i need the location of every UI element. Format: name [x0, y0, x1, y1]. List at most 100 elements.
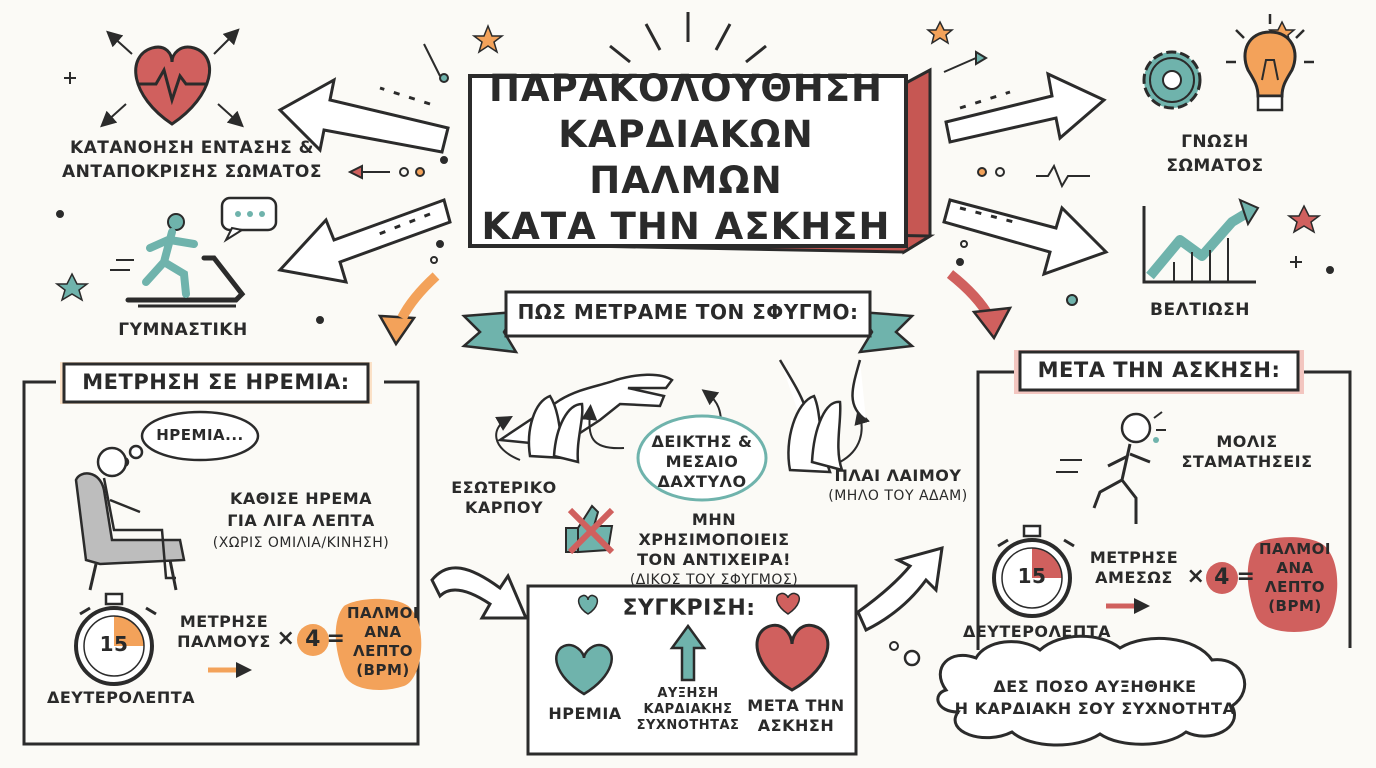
- neck-label-line-1: ΠΛΑΙ ΛΑΙΜΟΥ: [834, 466, 962, 485]
- rest-timer-value: 15: [99, 632, 129, 656]
- rest-equals-sign: =: [326, 626, 346, 651]
- title-box-frame: [468, 67, 936, 255]
- rest-timer-label: ΔΕΥΤΕΡΟΛΕΠΤΑ: [46, 688, 196, 707]
- after-stop: ΜΟΛΙΣ ΣΤΑΜΑΤΗΣΕΙΣ: [1172, 432, 1322, 472]
- sitting-person-icon: [74, 446, 186, 591]
- rest-count-line-1: ΜΕΤΡΗΣΕ: [179, 612, 269, 631]
- compare-after-line-1: ΜΕΤΑ ΤΗΝ: [747, 696, 845, 715]
- compare-after-label: ΜΕΤΑ ΤΗΝ ΑΣΚΗΣΗ: [746, 696, 846, 736]
- stopwatch-icon: [74, 592, 157, 686]
- result-cloud: [889, 634, 1247, 747]
- benefit-exercise: ΓΥΜΝΑΣΤΙΚΗ: [118, 320, 248, 340]
- rest-instruction-line-2: ΓΙΑ ΛΙΓΑ ΛΕΠΤΑ: [227, 511, 375, 530]
- after-count-line-1: ΜΕΤΡΗΣΕ: [1089, 548, 1179, 567]
- small-heart-icon-right: [775, 592, 801, 615]
- wrist-label-line-1: ΕΣΩΤΕΡΙΚΟ: [451, 478, 557, 497]
- thumb-warning-line-2: ΤΟΝ ΑΝΤΙΧΕΙΡΑ!: [637, 550, 791, 569]
- fingers-label-line-1: ΔΕΙΚΤΗΣ &: [651, 432, 753, 451]
- wrist-label-line-2: ΚΑΡΠΟΥ: [464, 498, 544, 517]
- after-cloud-line-1: ΔΕΣ ΠΟΣΟ ΑΥΞΗΘΗΚΕ: [993, 677, 1197, 696]
- after-timer-value: 15: [1017, 564, 1047, 588]
- page-title: ΠΑΡΑΚΟΛΟΥΘΗΣΗ ΚΑΡΔΙΑΚΩΝ ΠΑΛΜΩΝ ΚΑΤΑ ΤΗΝ …: [468, 67, 904, 248]
- title-line-1: ΠΑΡΑΚΟΛΟΥΘΗΣΗ: [488, 67, 884, 110]
- title-line-3: ΚΑΤΑ ΤΗΝ ΑΣΚΗΣΗ: [481, 205, 891, 248]
- fingers-label-outline: [636, 414, 768, 502]
- growth-chart-icon: [1142, 198, 1260, 284]
- after-stop-line-1: ΜΟΛΙΣ: [1216, 432, 1278, 451]
- arrow-right-after: [1106, 598, 1150, 614]
- rest-result-line-1: ΠΑΛΜΟΙ: [346, 604, 420, 622]
- result-blob-after: [1247, 537, 1338, 632]
- after-timer-label: ΔΕΥΤΕΡΟΛΕΠΤΑ: [962, 622, 1112, 641]
- result-blob-rest: [335, 598, 422, 690]
- arrow-out-compare-right: [856, 545, 944, 633]
- after-result-line-4: (BPM): [1268, 597, 1322, 615]
- orange-arrow-left: [377, 272, 440, 347]
- running-person-icon: [1056, 411, 1166, 524]
- rest-count: ΜΕΤΡΗΣΕ ΠΑΛΜΟΥΣ: [174, 612, 274, 652]
- dash-lines: [373, 86, 1015, 238]
- wrist-label: ΕΣΩΤΕΡΙΚΟ ΚΑΡΠΟΥ: [444, 478, 564, 518]
- rest-instruction-line-3: (ΧΩΡΙΣ ΟΜΙΛΙΑ/ΚΙΝΗΣΗ): [212, 535, 390, 551]
- lightbulb-icon: [1226, 14, 1314, 112]
- arrow-into-compare-left: [430, 566, 529, 620]
- up-arrow-icon: [669, 623, 707, 682]
- speech-bubble-icon: [220, 196, 278, 243]
- fingers-label: ΔΕΙΚΤΗΣ & ΜΕΣΑΙΟ ΔΑΧΤΥΛΟ: [640, 432, 764, 492]
- rest-heading: ΜΕΤΡΗΣΗ ΣΕ ΗΡΕΜΙΑ:: [82, 370, 350, 394]
- thumb-warning: ΜΗΝ ΧΡΗΣΙΜΟΠΟΙΕΙΣ ΤΟΝ ΑΝΤΙΧΕΙΡΑ! (ΔΙΚΟΣ …: [614, 510, 814, 590]
- compare-heading: ΣΥΓΚΡΙΣΗ:: [622, 596, 756, 621]
- compare-rest-label: ΗΡΕΜΙΑ: [548, 704, 622, 723]
- after-result: ΠΑΛΜΟΙ ΑΝΑ ΛΕΠΤΟ (BPM): [1252, 540, 1338, 616]
- small-arrows-decor: [56, 43, 1334, 324]
- after-panel-frame: [976, 370, 1352, 650]
- burst-lines: [609, 12, 767, 64]
- after-heading-box: [1018, 350, 1300, 392]
- rest-multiplier: 4: [305, 627, 321, 652]
- benefit-understanding-line-1: ΚΑΤΑΝΟΗΣΗ ΕΝΤΑΣΗΣ &: [69, 138, 315, 158]
- fingers-label-line-3: ΔΑΧΤΥΛΟ: [657, 472, 747, 491]
- rest-heading-box: [62, 362, 370, 404]
- after-result-line-3: ΛΕΠΤΟ: [1265, 578, 1325, 596]
- after-cloud-text: ΔΕΣ ΠΟΣΟ ΑΥΞΗΘΗΚΕ Η ΚΑΡΔΙΑΚΗ ΣΟΥ ΣΥΧΝΟΤΗ…: [950, 676, 1240, 720]
- compare-increase-line-2: ΚΑΡΔΙΑΚΗΣ: [643, 702, 733, 717]
- after-heading: ΜΕΤΑ ΤΗΝ ΑΣΚΗΣΗ:: [1037, 358, 1281, 382]
- after-equals-sign: =: [1236, 564, 1256, 589]
- multiplier-circle-after: [1206, 562, 1238, 594]
- after-count-line-2: ΑΜΕΣΩΣ: [1095, 568, 1173, 587]
- benefit-body-knowledge: ΓΝΩΣΗ ΣΩΜΑΤΟΣ: [1150, 130, 1280, 178]
- arrow-right-rest: [208, 662, 252, 678]
- after-multiplier: 4: [1214, 565, 1230, 590]
- benefit-body-knowledge-line-1: ΓΝΩΣΗ: [1181, 132, 1249, 152]
- heart-pulse-icon: [100, 28, 244, 128]
- benefit-improvement: ΒΕΛΤΙΩΣΗ: [1150, 300, 1250, 320]
- fingers-label-line-2: ΜΕΣΑΙΟ: [665, 452, 739, 471]
- compare-increase-line-3: ΣΥΧΝΟΤΗΤΑΣ: [636, 718, 740, 733]
- rest-result-line-4: (BPM): [356, 661, 410, 679]
- rest-instruction: ΚΑΘΙΣΕ ΗΡΕΜΑ ΓΙΑ ΛΙΓΑ ΛΕΠΤΑ (ΧΩΡΙΣ ΟΜΙΛΙ…: [196, 488, 406, 554]
- benefit-understanding: ΚΑΤΑΝΟΗΣΗ ΕΝΤΑΣΗΣ & ΑΝΤΑΠΟΚΡΙΣΗΣ ΣΩΜΑΤΟΣ: [52, 136, 332, 184]
- red-heart-icon: [755, 623, 830, 692]
- benefit-body-knowledge-line-2: ΣΩΜΑΤΟΣ: [1166, 156, 1264, 176]
- thumb-warning-line-3: (ΔΙΚΟΣ ΤΟΥ ΣΦΥΓΜΟΣ): [629, 572, 799, 588]
- after-cloud-line-2: Η ΚΑΡΔΙΑΚΗ ΣΟΥ ΣΥΧΝΟΤΗΤΑ: [954, 699, 1236, 718]
- small-heart-icon-left: [577, 594, 599, 615]
- rest-result-line-2: ΑΝΑ: [364, 623, 402, 641]
- rest-times-sign: ×: [276, 626, 296, 651]
- after-result-line-2: ΑΝΑ: [1276, 559, 1314, 577]
- after-stop-line-2: ΣΤΑΜΑΤΗΣΕΙΣ: [1181, 452, 1313, 471]
- sparkle-decor: [64, 72, 1302, 268]
- compare-after-line-2: ΑΣΚΗΣΗ: [757, 716, 835, 735]
- teal-heart-icon: [555, 643, 613, 696]
- treadmill-runner-icon: [110, 213, 246, 308]
- how-to-banner: ΠΩΣ ΜΕΤΡΑΜΕ ΤΟΝ ΣΦΥΓΜΟ:: [517, 300, 859, 324]
- arrow-to-top-right: [944, 71, 1107, 144]
- rest-panel-frame: [22, 380, 420, 746]
- no-thumb-icon: [565, 504, 615, 555]
- stopwatch-icon-after: [992, 524, 1075, 618]
- arrow-to-mid-left: [277, 198, 452, 284]
- arrow-to-mid-right: [942, 198, 1109, 277]
- rest-count-line-2: ΠΑΛΜΟΥΣ: [177, 632, 271, 651]
- neck-label: ΠΛΑΙ ΛΑΙΜΟΥ (ΜΗΛΟ ΤΟΥ ΑΔΑΜ): [816, 466, 980, 506]
- multiplier-circle-rest: [297, 624, 329, 656]
